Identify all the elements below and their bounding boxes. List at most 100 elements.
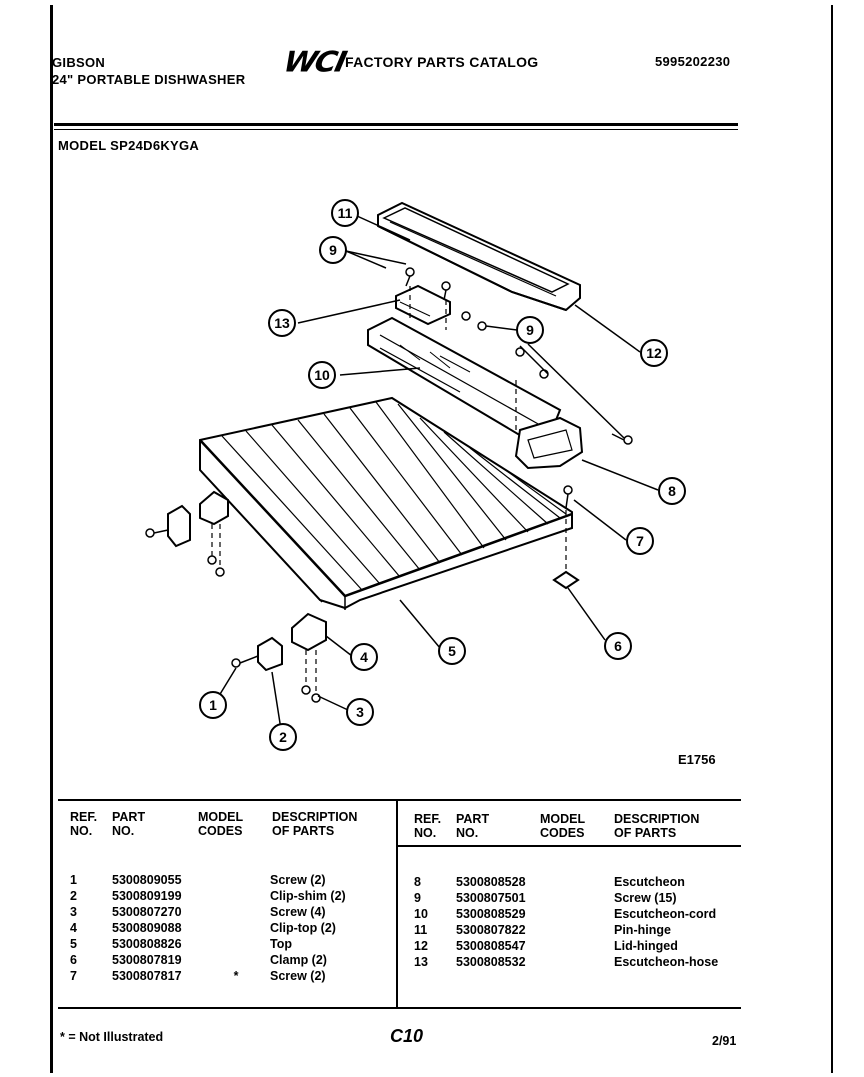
ref-cell: 2 <box>70 889 77 903</box>
part-number-cell: 5300808532 <box>456 955 526 969</box>
callout-circles <box>199 199 686 751</box>
parts-table-right: 8 5300808528 Escutcheon 9 5300807501 Screw (1… <box>414 875 718 971</box>
description-cell: Escutcheon-cord <box>614 907 717 921</box>
top-texture <box>221 401 567 591</box>
page-frame <box>50 5 833 1073</box>
ref-cell: 6 <box>70 953 77 967</box>
lid-hinged-part <box>377 201 581 312</box>
header-ref-left: REF.NO. <box>70 810 98 838</box>
part-number-cell: 5300807501 <box>456 891 526 905</box>
exploded-parts-diagram: 1 2 3 4 5 6 7 8 9 9 10 11 12 13 <box>145 199 686 751</box>
model-code-cell <box>546 891 614 907</box>
catalog-title: FACTORY PARTS CATALOG <box>345 54 539 70</box>
table-row: 6 5300807819 Clamp (2) <box>70 953 346 969</box>
part-number-cell: 5300807817 <box>112 969 182 983</box>
callout-8: 8 <box>668 483 676 499</box>
callout-7: 7 <box>636 533 644 549</box>
table-row: 9 5300807501 Screw (15) <box>414 891 718 907</box>
clip-shim-part <box>167 504 283 672</box>
description-cell: Clamp (2) <box>270 953 327 967</box>
table-header-rule <box>398 845 741 847</box>
description-cell: Escutcheon <box>614 875 685 889</box>
callout-9b: 9 <box>526 322 534 338</box>
ref-cell: 7 <box>70 969 77 983</box>
description-cell: Screw (2) <box>270 969 326 983</box>
escutcheon-hose-part <box>395 284 451 326</box>
assembly-lines <box>211 286 567 694</box>
part-number-cell: 5300809055 <box>112 873 182 887</box>
description-cell: Screw (2) <box>270 873 326 887</box>
description-cell: Clip-top (2) <box>270 921 336 935</box>
model-code-cell <box>546 955 614 971</box>
part-number-cell: 5300807270 <box>112 905 182 919</box>
part-number-cell: 5300807819 <box>112 953 182 967</box>
model-value: SP24D6KYGA <box>110 138 200 153</box>
escutcheon-part <box>514 416 584 470</box>
part-number-cell: 5300808547 <box>456 939 526 953</box>
ref-cell: 1 <box>70 873 77 887</box>
description-cell: Lid-hinged <box>614 939 678 953</box>
ref-cell: 9 <box>414 891 421 905</box>
clamp-part <box>552 570 580 590</box>
model-code-cell: * <box>233 969 239 983</box>
model-line: MODEL SP24D6KYGA <box>58 138 199 153</box>
part-number-cell: 5300809088 <box>112 921 182 935</box>
model-code-cell <box>202 873 270 889</box>
date-code: 2/91 <box>712 1034 737 1048</box>
part-number-cell: 5300808528 <box>456 875 526 889</box>
callout-5: 5 <box>448 643 456 659</box>
brand-name: GIBSON <box>52 55 106 70</box>
description-cell: Pin-hinge <box>614 923 671 937</box>
table-row: 3 5300807270 Screw (4) <box>70 905 346 921</box>
callout-4: 4 <box>360 649 368 665</box>
description-cell: Top <box>270 937 292 951</box>
callout-9a: 9 <box>329 242 337 258</box>
model-label: MODEL <box>58 138 107 153</box>
ref-cell: 10 <box>414 907 428 921</box>
callout-1: 1 <box>209 697 217 713</box>
table-row: 8 5300808528 Escutcheon <box>414 875 718 891</box>
table-row: 10 5300808529 Escutcheon-cord <box>414 907 718 923</box>
model-code-cell <box>202 953 270 969</box>
ref-cell: 8 <box>414 875 421 889</box>
model-code-cell <box>202 937 270 953</box>
callout-6: 6 <box>614 638 622 654</box>
ref-cell: 5 <box>70 937 77 951</box>
description-cell: Escutcheon-hose <box>614 955 719 969</box>
product-name: 24" PORTABLE DISHWASHER <box>52 72 246 87</box>
figure-id: E1756 <box>678 752 716 767</box>
callout-labels: 1 2 3 4 5 6 7 8 9 9 10 11 12 13 <box>209 205 676 745</box>
table-center-divider <box>396 801 398 1007</box>
header-rule-thick <box>54 123 738 126</box>
callout-3: 3 <box>356 704 364 720</box>
part-number-cell: 5300808529 <box>456 907 526 921</box>
model-code-cell <box>202 921 270 937</box>
description-cell: Clip-shim (2) <box>270 889 346 903</box>
model-code-cell <box>546 939 614 955</box>
leader-lines <box>213 215 659 737</box>
model-code-cell <box>546 875 614 891</box>
callout-13: 13 <box>274 315 290 331</box>
model-code-cell <box>202 889 270 905</box>
table-row: 7 5300807817 * Screw (2) <box>70 969 346 985</box>
callout-12: 12 <box>646 345 662 361</box>
description-cell: Screw (15) <box>614 891 677 905</box>
page-code: C10 <box>390 1026 424 1046</box>
part-number-cell: 5300807822 <box>456 923 526 937</box>
description-cell: Screw (4) <box>270 905 326 919</box>
ref-cell: 11 <box>414 923 428 937</box>
clip-top-part <box>199 490 327 652</box>
ref-cell: 3 <box>70 905 77 919</box>
model-code-cell <box>546 907 614 923</box>
table-row: 1 5300809055 Screw (2) <box>70 873 346 889</box>
